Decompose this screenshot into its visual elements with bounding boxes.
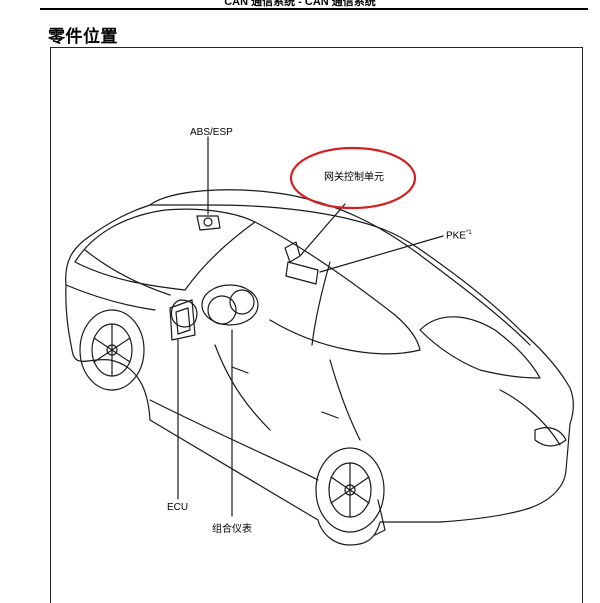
- tail-light: [534, 427, 567, 447]
- label-pke-note: *1: [466, 230, 472, 236]
- gateway-module: [284, 241, 301, 263]
- abs-esp-module: [196, 215, 221, 231]
- gateway-highlight-circle: [289, 146, 417, 210]
- hood-crease: [84, 249, 171, 296]
- pke-module: [285, 261, 319, 285]
- trunk-line: [499, 389, 561, 446]
- windshield: [74, 208, 256, 291]
- door-line-front: [214, 344, 271, 431]
- door-handle-rear: [321, 411, 339, 419]
- label-ecu: ECU: [167, 502, 189, 513]
- side-window-line: [254, 221, 421, 355]
- label-cluster: 组合仪表: [212, 524, 252, 535]
- car-body-outline: [65, 204, 574, 546]
- rear-mudflap: [374, 499, 386, 536]
- header-rule: [40, 8, 588, 10]
- section-title: 零件位置: [48, 27, 118, 47]
- label-gateway: 网关控制单元: [324, 172, 384, 183]
- door-handle-front: [231, 366, 249, 374]
- header-text: CAN 通信系统 - CAN 通信系统: [224, 0, 376, 8]
- side-mirror: [170, 299, 198, 328]
- figure-frame: [50, 47, 583, 603]
- sill-line: [149, 399, 319, 481]
- rear-window: [419, 316, 541, 379]
- door-line-rear: [329, 359, 361, 441]
- label-pke-text: PKE: [446, 230, 467, 242]
- label-pke: PKE*1: [446, 230, 472, 241]
- hood-line: [65, 284, 156, 311]
- front-wheel: [79, 309, 145, 391]
- page-header: CAN 通信系统 - CAN 通信系统: [0, 0, 600, 8]
- leader-pke: [319, 235, 444, 273]
- label-abs-esp: ABS/ESP: [190, 127, 233, 138]
- b-pillar: [311, 261, 331, 346]
- rear-wheel: [315, 447, 385, 533]
- instrument-cluster: [201, 284, 259, 326]
- ecu-module: [169, 299, 196, 341]
- leader-gateway: [299, 203, 346, 257]
- roof-line: [149, 189, 531, 346]
